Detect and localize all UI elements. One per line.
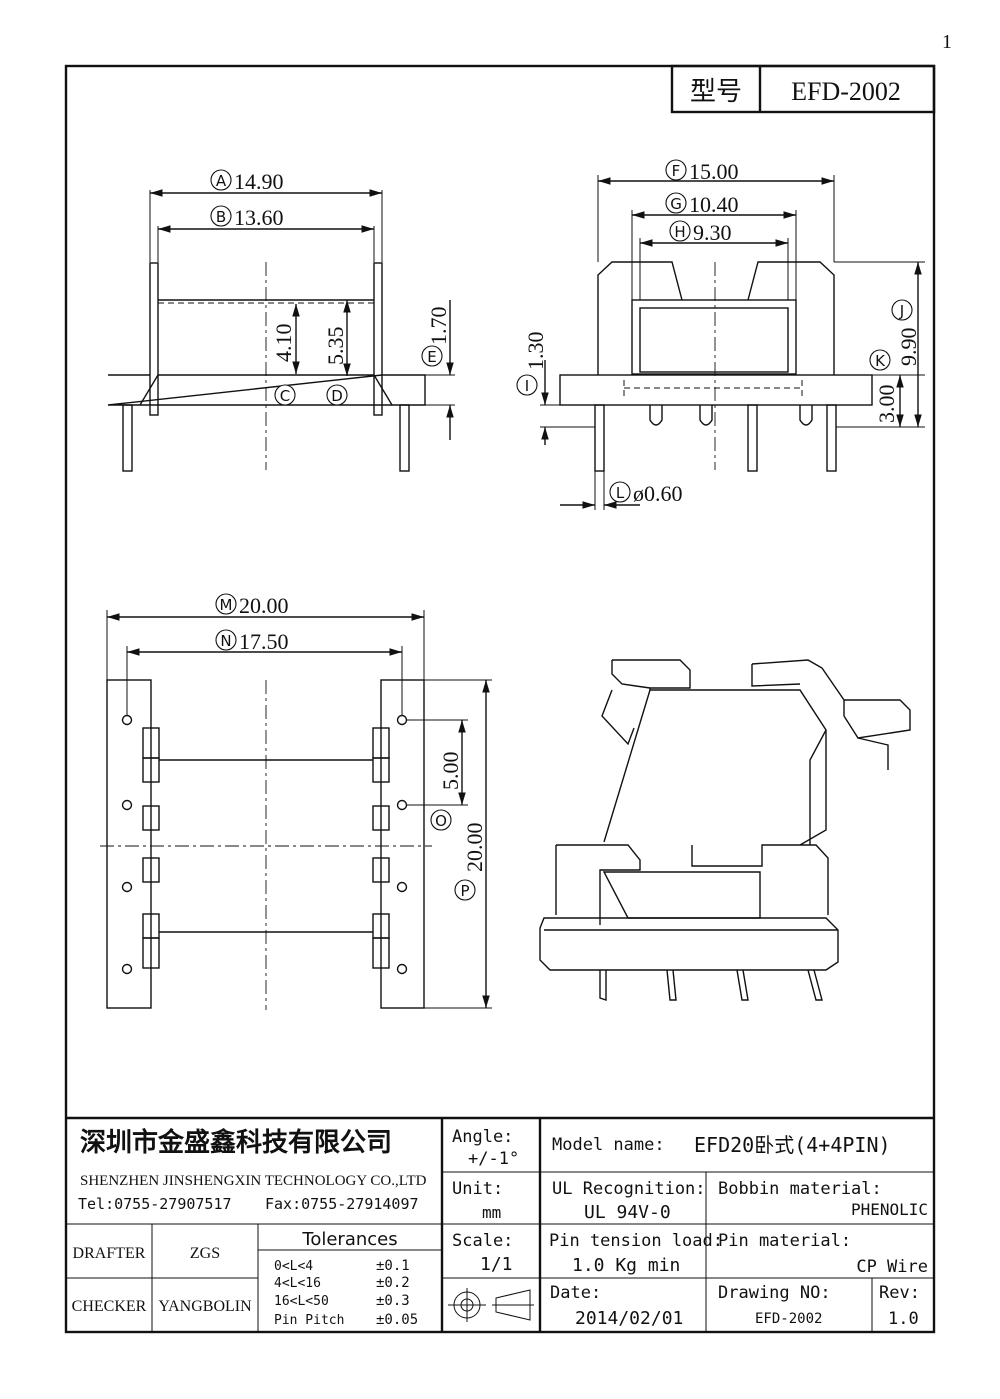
checker-label: CHECKER <box>72 1298 147 1315</box>
unit-label: Unit: <box>452 1179 503 1199</box>
title-block: 深圳市金盛鑫科技有限公司 SHENZHEN JINSHENGXIN TECHNO… <box>66 1116 934 1332</box>
company-fax: Fax:0755-27914097 <box>265 1195 419 1213</box>
angle-label: Angle: <box>452 1127 513 1147</box>
dim-value-L: ø0.60 <box>633 481 683 506</box>
scale-value: 1/1 <box>480 1254 513 1275</box>
dim-letter-I: I <box>525 377 529 395</box>
dim-letter-F: F <box>672 162 681 180</box>
dim-value-O: 5.00 <box>438 752 463 791</box>
dim-letter-D: D <box>331 387 343 405</box>
dim-letter-P: P <box>460 882 469 900</box>
ul-value: UL 94V-0 <box>584 1202 671 1223</box>
sheet-border <box>64 64 936 1334</box>
date-value: 2014/02/01 <box>575 1308 683 1329</box>
tolerance-range: 4<L<16 <box>274 1276 321 1291</box>
rev-value: 1.0 <box>888 1309 919 1329</box>
dim-letter-B: B <box>216 208 226 226</box>
drafter-label: DRAFTER <box>73 1245 146 1262</box>
model-label: 型号 <box>690 77 742 106</box>
dim-value-E: 1.70 <box>426 307 451 346</box>
dim-letter-G: G <box>670 195 682 213</box>
bottom-view: M 20.00 N 17.50 5.00 O 20.00 P <box>100 593 492 1010</box>
dim-value-H: 9.30 <box>693 220 732 245</box>
tolerance-value: ±0.1 <box>376 1258 410 1274</box>
model-name-label: Model name: <box>552 1135 665 1155</box>
company-name-en: SHENZHEN JINSHENGXIN TECHNOLOGY CO.,LTD <box>80 1173 427 1189</box>
dim-letter-N: N <box>220 632 231 650</box>
dim-value-I: 1.30 <box>523 332 548 371</box>
drawing-no-label: Drawing NO: <box>718 1283 831 1303</box>
scale-label: Scale: <box>452 1231 513 1251</box>
checker-value: YANGBOLIN <box>158 1298 252 1315</box>
dim-value-A: 14.90 <box>234 169 284 194</box>
rev-label: Rev: <box>879 1283 920 1303</box>
side-view: F 15.00 G 10.40 H 9.30 1.30 I J 9.90 K 3… <box>516 159 925 510</box>
drafter-value: ZGS <box>190 1245 220 1262</box>
dim-letter-H: H <box>674 223 685 241</box>
dim-value-D: 5.35 <box>323 327 348 366</box>
front-view: A 14.90 B 13.60 4.10 5.35 C D 1.70 E <box>107 169 455 472</box>
pin-material-label: Pin material: <box>718 1231 851 1251</box>
dim-letter-J: J <box>899 302 904 320</box>
page-number: 1 <box>942 31 952 53</box>
dim-letter-C: C <box>280 387 290 405</box>
pin-material-value: CP Wire <box>856 1257 928 1277</box>
model-number: EFD-2002 <box>791 77 901 106</box>
dim-value-K: 3.00 <box>874 385 899 424</box>
tolerance-value: ±0.2 <box>376 1275 410 1291</box>
pin-tension-label: Pin tension load: <box>549 1231 723 1251</box>
bobbin-material-value: PHENOLIC <box>851 1200 928 1219</box>
unit-value: mm <box>482 1203 501 1222</box>
dim-value-F: 15.00 <box>689 159 739 184</box>
pin-tension-value: 1.0 Kg min <box>572 1255 680 1276</box>
dim-value-C: 4.10 <box>271 324 296 363</box>
angle-value: +/-1° <box>468 1149 519 1169</box>
dim-letter-O: O <box>435 812 447 830</box>
dim-letter-K: K <box>875 352 886 370</box>
isometric-view <box>539 659 911 1001</box>
dim-value-B: 13.60 <box>234 205 284 230</box>
tolerance-range: Pin Pitch <box>274 1313 344 1328</box>
dim-value-J: 9.90 <box>896 328 921 367</box>
dim-letter-A: A <box>216 172 227 190</box>
projection-symbol <box>448 1288 534 1322</box>
dim-letter-L: L <box>616 484 625 502</box>
tolerance-value: ±0.3 <box>376 1293 410 1309</box>
drawing-no-value: EFD-2002 <box>755 1311 822 1327</box>
tolerances-title: Tolerances <box>301 1229 397 1250</box>
ul-label: UL Recognition: <box>552 1179 706 1199</box>
tolerance-range: 0<L<4 <box>274 1259 313 1274</box>
company-name-cn: 深圳市金盛鑫科技有限公司 <box>80 1127 392 1157</box>
dim-letter-E: E <box>427 348 436 366</box>
tolerance-range: 16<L<50 <box>274 1294 329 1309</box>
dim-value-G: 10.40 <box>689 192 739 217</box>
bobbin-material-label: Bobbin material: <box>718 1179 882 1199</box>
dim-letter-M: M <box>220 596 233 614</box>
dim-value-M: 20.00 <box>239 593 289 618</box>
company-tel: Tel:0755-27907517 <box>78 1195 232 1213</box>
date-label: Date: <box>550 1283 601 1303</box>
dim-value-N: 17.50 <box>239 629 289 654</box>
tolerance-value: ±0.05 <box>376 1312 418 1328</box>
model-name-value: EFD20卧式(4+4PIN) <box>694 1133 891 1157</box>
model-box: 型号 EFD-2002 <box>670 64 936 114</box>
dim-value-P: 20.00 <box>462 823 487 873</box>
